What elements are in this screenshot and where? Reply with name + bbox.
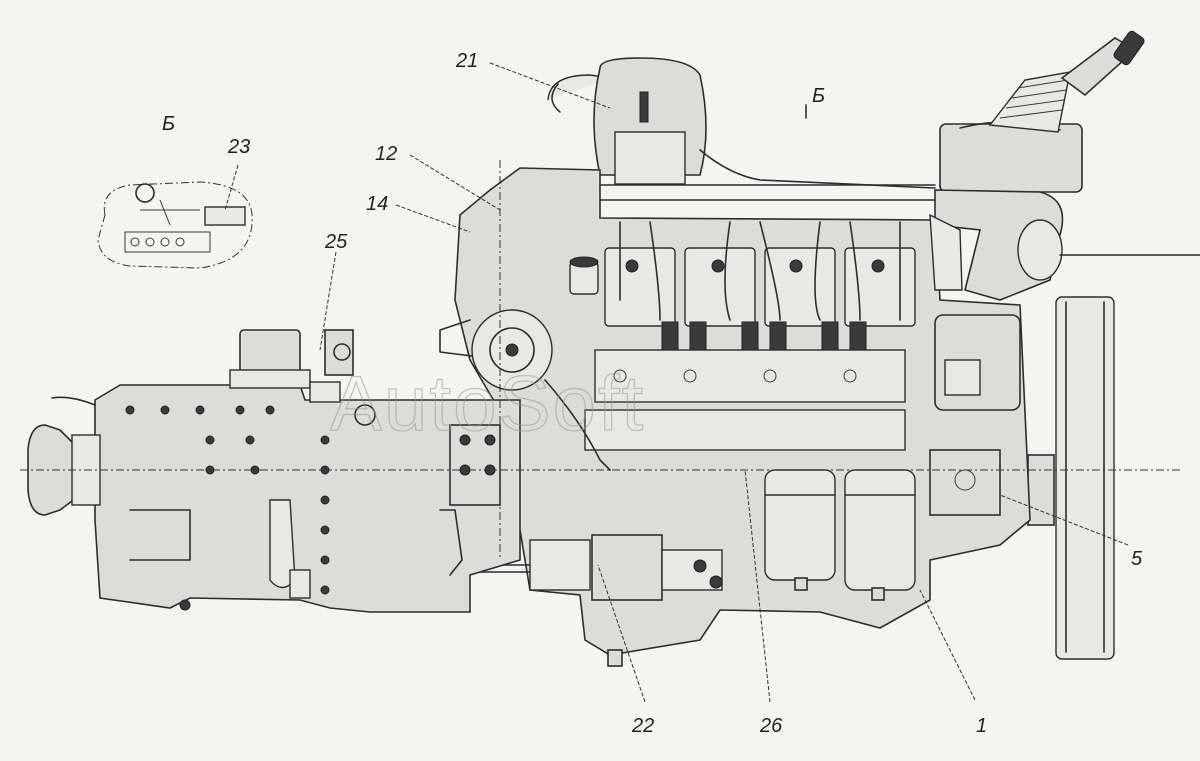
leader-23 — [224, 164, 239, 211]
fan-pulley — [1027, 296, 1115, 660]
view-arrow-label: Б — [812, 85, 825, 107]
leader-12 — [409, 154, 501, 211]
gearbox — [27, 329, 521, 613]
leader-21 — [489, 62, 611, 109]
inset-view-label: Б — [162, 113, 175, 135]
watermark: AutoSoft — [330, 359, 645, 447]
callout-22: 22 — [631, 715, 654, 737]
expansion-tank — [547, 57, 936, 189]
callout-25: 25 — [324, 231, 348, 253]
oil-filler — [569, 256, 599, 295]
leader-lines — [224, 62, 1129, 703]
turbocharger — [439, 309, 611, 471]
leader-25 — [319, 251, 337, 351]
callout-23: 23 — [227, 136, 250, 158]
starter — [454, 534, 723, 667]
leader-14 — [395, 204, 471, 233]
callout-5: 5 — [1131, 548, 1143, 570]
fuel-filters — [764, 469, 916, 601]
callout-12: 12 — [375, 143, 397, 165]
leader-5 — [999, 494, 1129, 546]
callout-26: 26 — [759, 715, 783, 737]
inset-view-b — [97, 181, 253, 269]
leader-26 — [744, 469, 771, 703]
callout-1: 1 — [976, 715, 987, 737]
gear-lever — [939, 30, 1145, 193]
air-duct — [934, 189, 1200, 301]
callout-14: 14 — [366, 193, 388, 215]
leader-22 — [597, 564, 646, 703]
callout-21: 21 — [455, 50, 478, 72]
leader-1 — [919, 589, 976, 701]
